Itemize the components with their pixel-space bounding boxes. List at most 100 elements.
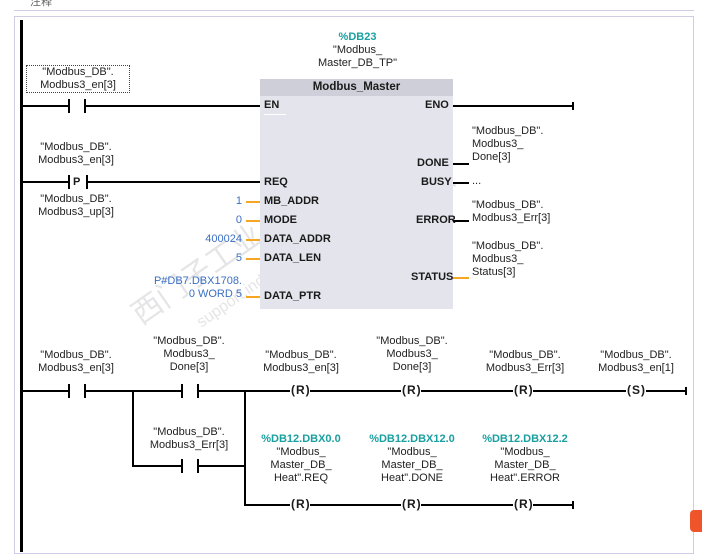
pin-req: REQ xyxy=(264,176,288,188)
tag-line: Modbus3_ xyxy=(163,348,215,360)
reset-coil[interactable]: (R) xyxy=(401,383,423,397)
coil-label: "Modbus_DB". Modbus3_en[1] xyxy=(590,349,682,375)
param-wire xyxy=(246,239,260,241)
network-comment-label[interactable]: 注释 xyxy=(30,0,52,8)
tag-line: Done[3] xyxy=(169,361,209,373)
mb-addr-value[interactable]: 1 xyxy=(235,195,242,207)
wire xyxy=(310,504,402,506)
wire xyxy=(132,465,182,467)
coil-op: R xyxy=(407,383,417,397)
branch-wire xyxy=(244,390,246,506)
coil-label: %DB12.DBX0.0 "Modbus_ Master_DB_ Heat".R… xyxy=(255,433,347,485)
tag-line: Heat".ERROR xyxy=(490,472,560,484)
tag-line: "Modbus_DB". xyxy=(600,349,672,361)
instance-db-name: "Modbus_ xyxy=(332,44,383,56)
tag-line: Heat".REQ xyxy=(273,472,329,484)
wire xyxy=(310,390,402,392)
tag-line: Modbus3_ xyxy=(386,348,438,360)
p-edge-glyph: P xyxy=(73,176,81,188)
pin-mode: MODE xyxy=(264,214,297,226)
coil-op: R xyxy=(519,497,529,511)
tag-line: Modbus3_Err[3] xyxy=(149,439,229,451)
wire xyxy=(453,182,469,184)
error-output-tag[interactable]: "Modbus_DB". Modbus3_Err[3] xyxy=(472,199,550,225)
pin-eno: ENO xyxy=(425,99,449,111)
rung-end xyxy=(572,102,574,110)
data-ptr-value[interactable]: P#DB7.DBX1708. 0 WORD 5 xyxy=(130,275,242,301)
reset-coil[interactable]: (R) xyxy=(513,383,535,397)
wire xyxy=(533,390,627,392)
pin-mb-addr: MB_ADDR xyxy=(264,195,319,207)
tag-line: Done[3] xyxy=(472,151,511,163)
pin-done: DONE xyxy=(417,157,449,169)
wire xyxy=(88,181,262,183)
pin-data-ptr: DATA_PTR xyxy=(264,290,322,302)
reset-coil[interactable]: (R) xyxy=(401,497,423,511)
coil-label: %DB12.DBX12.2 "Modbus_ Master_DB_ Heat".… xyxy=(479,433,571,485)
tag-line: "Modbus_DB". xyxy=(153,426,225,438)
data-ptr-line: P#DB7.DBX1708. xyxy=(153,275,242,287)
tag-line: Done[3] xyxy=(392,361,432,373)
tag-line: Modbus3_up[3] xyxy=(38,206,114,218)
wire xyxy=(22,181,70,183)
tag-line: "Modbus_DB". xyxy=(42,66,114,78)
no-contact-en[interactable] xyxy=(68,384,86,398)
wire xyxy=(646,390,686,392)
req-contact-label: "Modbus_DB". Modbus3_en[3] xyxy=(30,141,122,167)
wire xyxy=(453,163,469,165)
wire xyxy=(22,105,70,107)
done-output-tag[interactable]: "Modbus_DB". Modbus3_ Done[3] xyxy=(472,125,543,164)
set-coil[interactable]: (S) xyxy=(626,383,648,397)
wire xyxy=(453,220,469,222)
reset-coil[interactable]: (R) xyxy=(290,497,312,511)
coil-op: R xyxy=(519,383,529,397)
coil-address: %DB12.DBX12.2 xyxy=(482,433,568,445)
busy-output-tag[interactable]: ... xyxy=(472,175,482,187)
tag-line: "Modbus_DB". xyxy=(472,240,544,252)
no-contact-done[interactable] xyxy=(181,384,199,398)
pin-data-len: DATA_LEN xyxy=(264,252,322,264)
data-len-value[interactable]: 5 xyxy=(235,252,242,264)
pin-status: STATUS xyxy=(411,271,454,283)
tag-line: Master_DB_ xyxy=(494,459,556,471)
coil-label: "Modbus_DB". Modbus3_en[3] xyxy=(255,349,347,375)
reset-coil[interactable]: (R) xyxy=(290,383,312,397)
instance-db-address: %DB23 xyxy=(338,31,377,43)
wire xyxy=(86,390,182,392)
pin-busy: BUSY xyxy=(421,176,452,188)
tag-line: Master_DB_ xyxy=(270,459,332,471)
data-addr-value[interactable]: 400024 xyxy=(205,233,242,245)
tag-line: "Modbus_DB". xyxy=(40,193,112,205)
tag-line: Heat".DONE xyxy=(381,472,443,484)
tag-line: Modbus3_en[1] xyxy=(598,362,674,374)
tag-line: "Modbus_DB". xyxy=(489,349,561,361)
pin-error: ERROR xyxy=(416,214,456,226)
status-output-tag[interactable]: "Modbus_DB". Modbus3_ Status[3] xyxy=(472,240,543,279)
block-type-title: Modbus_Master xyxy=(260,79,453,96)
tag-line: Modbus3_en[3] xyxy=(38,154,114,166)
network-title-divider xyxy=(14,10,694,11)
param-wire xyxy=(453,277,469,279)
tag-line: Status[3] xyxy=(472,266,516,278)
p-edge-contact-req[interactable]: P xyxy=(68,175,88,189)
pin-en: EN xyxy=(264,99,280,111)
contact-done-label: "Modbus_DB". Modbus3_ Done[3] xyxy=(144,335,234,374)
modbus-master-block[interactable] xyxy=(260,79,453,309)
mode-value[interactable]: 0 xyxy=(235,214,242,226)
wire xyxy=(244,504,292,506)
rung-end xyxy=(572,501,574,509)
wire xyxy=(22,390,70,392)
tag-line: Modbus3_ xyxy=(472,253,524,265)
coil-op: R xyxy=(407,497,417,511)
reset-coil[interactable]: (R) xyxy=(513,497,535,511)
tag-line: Modbus3_en[3] xyxy=(263,362,339,374)
coil-label: "Modbus_DB". Modbus3_Err[3] xyxy=(479,349,571,375)
tag-line: "Modbus_ xyxy=(500,446,550,458)
wire xyxy=(421,390,514,392)
tag-line: "Modbus_DB". xyxy=(40,349,112,361)
wire xyxy=(421,504,514,506)
wire xyxy=(533,504,573,506)
no-contact-err[interactable] xyxy=(181,459,199,473)
no-contact-enable[interactable] xyxy=(68,99,86,113)
tag-line: Modbus3_ xyxy=(472,138,524,150)
